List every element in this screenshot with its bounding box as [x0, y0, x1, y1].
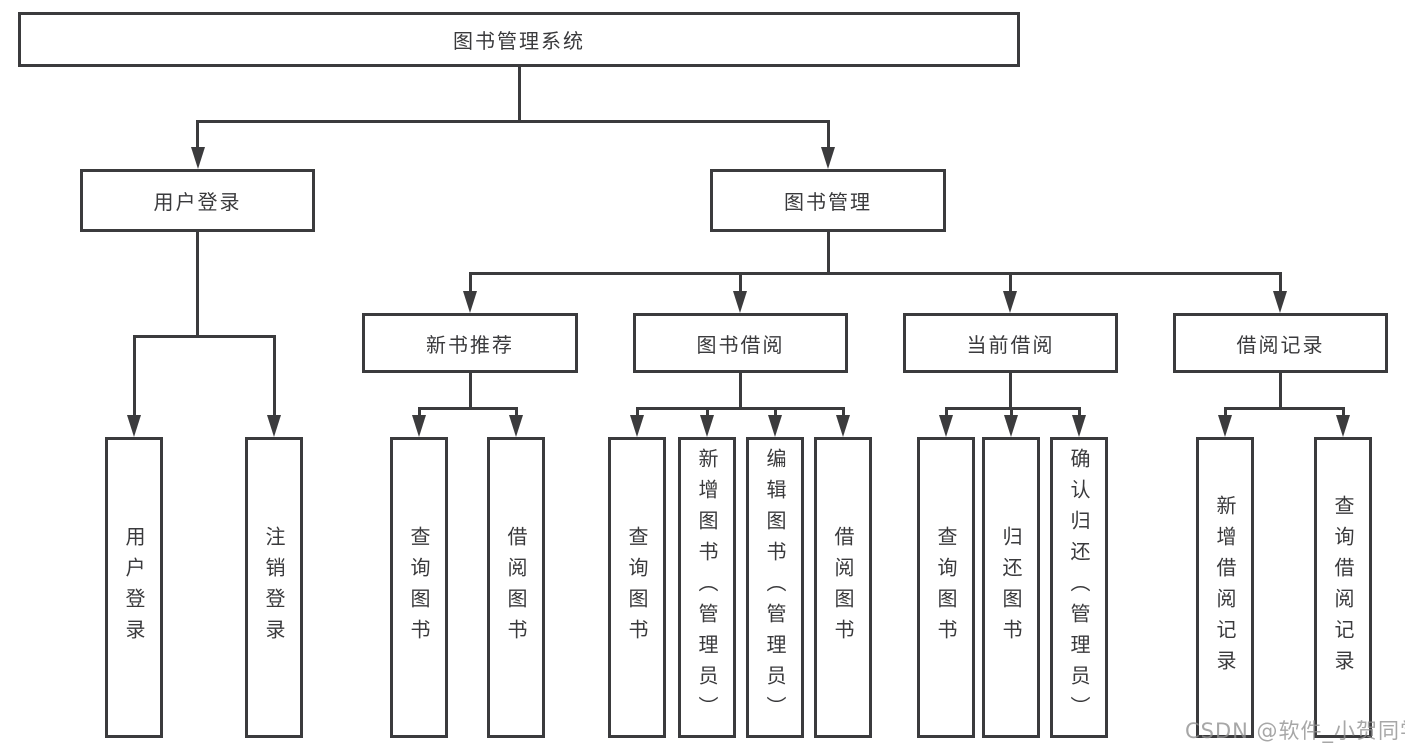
node-book-management-label: 图书管理	[784, 190, 872, 214]
connector-bookmgmt-drop-3	[1009, 272, 1012, 291]
connector-bookmgmt-hbar	[469, 272, 1282, 275]
connector-bookmgmt-drop-1	[469, 272, 472, 291]
leaf-borrow-books-borrowing-label: 借阅图书	[831, 525, 855, 650]
node-current-borrowing-label: 当前借阅	[966, 332, 1055, 357]
arrow-down-icon	[1072, 415, 1086, 437]
leaf-return-books-label: 归还图书	[999, 525, 1023, 650]
connector-current-stem	[1009, 373, 1012, 407]
node-user-login-branch: 用户登录	[80, 169, 315, 232]
connector-borrowing-drop-1	[636, 407, 639, 415]
connector-borrowing-drop-2	[706, 407, 709, 415]
arrow-down-icon	[836, 415, 850, 437]
connector-userlogin-drop-1	[133, 335, 136, 415]
arrow-down-icon	[700, 415, 714, 437]
connector-userlogin-hbar	[133, 335, 276, 338]
node-book-borrowing: 图书借阅	[633, 313, 848, 373]
leaf-add-books-admin: 新增图书（管理员）	[678, 437, 736, 738]
connector-records-hbar	[1224, 407, 1345, 410]
arrow-down-icon	[463, 291, 477, 313]
connector-root-drop-right	[827, 120, 830, 147]
connector-current-drop-1	[945, 407, 948, 415]
connector-newbook-drop-2	[515, 407, 518, 415]
csdn-watermark: CSDN @软件_小贺同学	[1185, 719, 1405, 743]
leaf-query-books-borrowing: 查询图书	[608, 437, 666, 738]
connector-borrowing-drop-3	[774, 407, 777, 415]
arrow-down-icon	[127, 415, 141, 437]
leaf-borrow-books-borrowing: 借阅图书	[814, 437, 872, 738]
arrow-down-icon	[1004, 415, 1018, 437]
arrow-down-icon	[821, 147, 835, 169]
connector-records-drop-1	[1224, 407, 1227, 415]
connector-root-drop-left	[196, 120, 199, 147]
node-root-label: 图书管理系统	[453, 29, 585, 53]
arrow-down-icon	[630, 415, 644, 437]
connector-newbook-hbar	[418, 407, 518, 410]
leaf-add-borrow-record-label: 新增借阅记录	[1213, 494, 1237, 681]
connector-root-stem	[518, 67, 521, 120]
connector-records-stem	[1279, 373, 1282, 407]
node-root: 图书管理系统	[18, 12, 1020, 67]
connector-borrowing-drop-4	[842, 407, 845, 415]
leaf-borrow-books-recommend: 借阅图书	[487, 437, 545, 738]
node-current-borrowing: 当前借阅	[903, 313, 1118, 373]
arrow-down-icon	[768, 415, 782, 437]
node-new-book-recommendation-label: 新书推荐	[426, 332, 514, 357]
node-borrowing-records: 借阅记录	[1173, 313, 1388, 373]
leaf-query-books-borrowing-label: 查询图书	[625, 525, 649, 650]
arrow-down-icon	[1003, 291, 1017, 313]
leaf-add-borrow-record: 新增借阅记录	[1196, 437, 1254, 738]
arrow-down-icon	[1218, 415, 1232, 437]
arrow-down-icon	[1273, 291, 1287, 313]
connector-bookmgmt-stem	[827, 232, 830, 272]
node-book-management-branch: 图书管理	[710, 169, 946, 232]
node-borrowing-records-label: 借阅记录	[1236, 332, 1325, 357]
connector-current-drop-2	[1010, 407, 1013, 415]
leaf-edit-books-admin-label: 编辑图书（管理员）	[763, 448, 787, 727]
leaf-confirm-return-admin-label: 确认归还（管理员）	[1067, 448, 1091, 727]
leaf-user-login-label: 用户登录	[122, 525, 146, 650]
connector-records-drop-2	[1342, 407, 1345, 415]
arrow-down-icon	[509, 415, 523, 437]
arrow-down-icon	[1336, 415, 1350, 437]
leaf-query-books-recommend-label: 查询图书	[407, 525, 431, 650]
connector-current-drop-3	[1078, 407, 1081, 415]
node-book-borrowing-label: 图书借阅	[696, 332, 785, 357]
connector-root-hbar	[196, 120, 830, 123]
leaf-logout-login-label: 注销登录	[262, 525, 286, 650]
node-new-book-recommendation: 新书推荐	[362, 313, 578, 373]
connector-borrowing-hbar	[636, 407, 845, 410]
connector-userlogin-stem	[196, 232, 199, 335]
arrow-down-icon	[733, 291, 747, 313]
arrow-down-icon	[267, 415, 281, 437]
leaf-borrow-books-recommend-label: 借阅图书	[504, 525, 528, 650]
leaf-edit-books-admin: 编辑图书（管理员）	[746, 437, 804, 738]
leaf-query-books-current-label: 查询图书	[934, 525, 958, 650]
connector-current-hbar	[945, 407, 1081, 410]
leaf-logout-login: 注销登录	[245, 437, 303, 738]
connector-newbook-stem	[469, 373, 472, 407]
connector-bookmgmt-drop-2	[739, 272, 742, 291]
connector-bookmgmt-drop-4	[1279, 272, 1282, 291]
leaf-user-login: 用户登录	[105, 437, 163, 738]
leaf-confirm-return-admin: 确认归还（管理员）	[1050, 437, 1108, 738]
leaf-query-borrow-record-label: 查询借阅记录	[1331, 494, 1355, 681]
connector-userlogin-drop-2	[273, 335, 276, 415]
leaf-query-books-current: 查询图书	[917, 437, 975, 738]
arrow-down-icon	[939, 415, 953, 437]
leaf-return-books: 归还图书	[982, 437, 1040, 738]
arrow-down-icon	[412, 415, 426, 437]
connector-borrowing-stem	[739, 373, 742, 407]
leaf-query-borrow-record: 查询借阅记录	[1314, 437, 1372, 738]
node-user-login-label: 用户登录	[153, 190, 242, 214]
connector-newbook-drop-1	[418, 407, 421, 415]
leaf-add-books-admin-label: 新增图书（管理员）	[695, 448, 719, 727]
leaf-query-books-recommend: 查询图书	[390, 437, 448, 738]
arrow-down-icon	[191, 147, 205, 169]
